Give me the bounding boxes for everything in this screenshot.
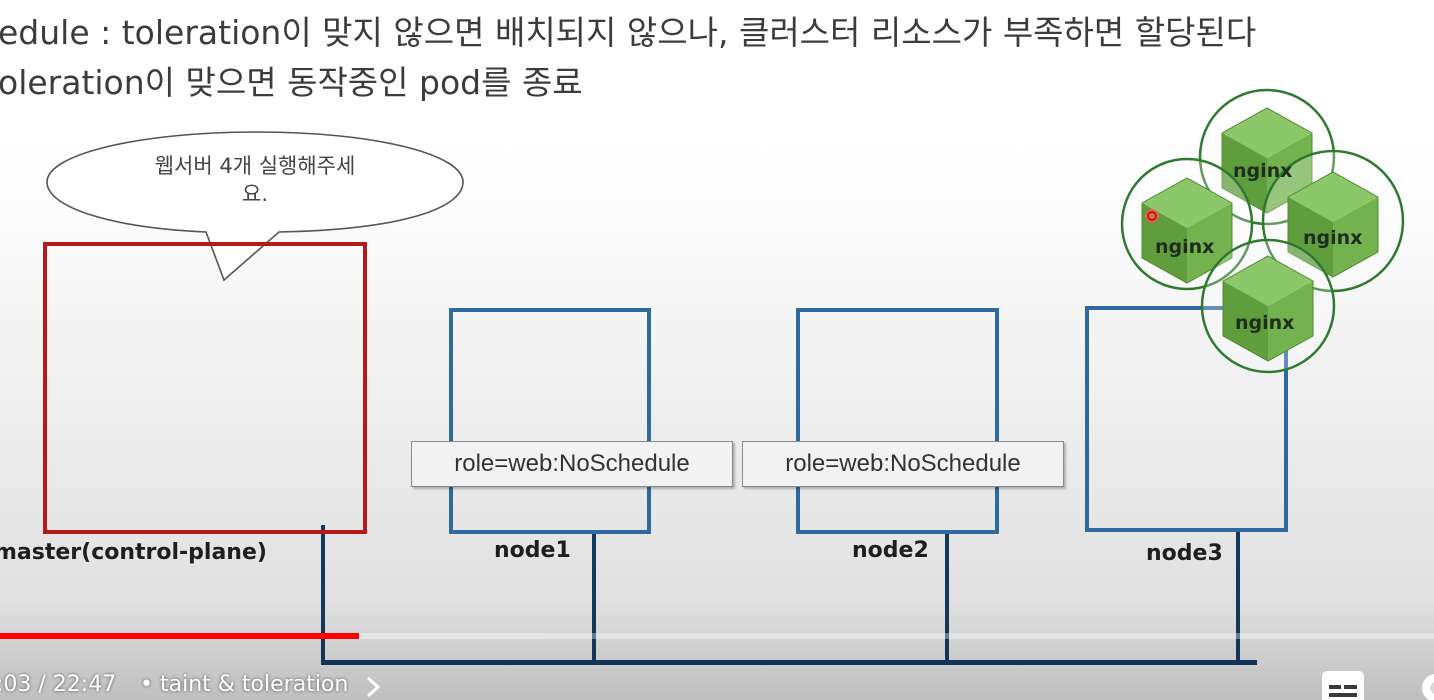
pod-label-left: nginx [1155,236,1215,258]
network-line-node1 [592,530,596,665]
network-line-node2 [945,532,949,665]
slide-heading-line-2: oleration이 맞으면 동작중인 pod를 종료 [0,63,583,102]
cursor-click-marker [1145,209,1159,223]
bubble-text-line-1: 웹서버 4개 실행해주세 [154,154,356,178]
node1-label: node1 [494,538,571,563]
pod-bottom [1200,238,1336,374]
chapter-title[interactable]: taint & toleration [160,672,349,697]
network-line-master [321,525,325,665]
pod-label-bottom: nginx [1235,312,1295,334]
pods-cluster [1120,88,1405,374]
master-node-label: master(control-plane) [0,540,267,565]
slide-heading-line-1: edule : toleration이 맞지 않으면 배치되지 않으나, 클러스… [0,13,1257,52]
chevron-right-icon[interactable] [364,676,382,698]
node3-box [1085,306,1288,532]
node1-box [449,308,651,534]
network-bus [321,660,1257,665]
bubble-text-line-2: 요. [242,182,268,206]
subtitles-icon[interactable] [1320,669,1366,700]
master-node-box [43,242,367,534]
speech-bubble [46,131,464,282]
progress-bar[interactable] [0,633,1434,639]
speech-bubble-text: 웹서버 4개 실행해주세 요. [80,152,430,208]
node2-box [796,308,999,534]
settings-icon[interactable] [1416,668,1434,700]
network-line-node3 [1236,532,1240,665]
progress-played [0,633,359,639]
node2-label: node2 [852,538,929,563]
time-display: :03 / 22:47 [0,672,117,697]
pod-left [1120,157,1254,291]
pod-label-right: nginx [1303,227,1363,249]
node3-label: node3 [1146,541,1223,566]
player-controls-shade [0,600,1434,700]
chapter-separator: • [140,672,153,697]
taint-label-node2: role=web:NoSchedule [742,441,1064,487]
taint-label-node1: role=web:NoSchedule [411,441,733,487]
pod-label-top: nginx [1233,160,1293,182]
